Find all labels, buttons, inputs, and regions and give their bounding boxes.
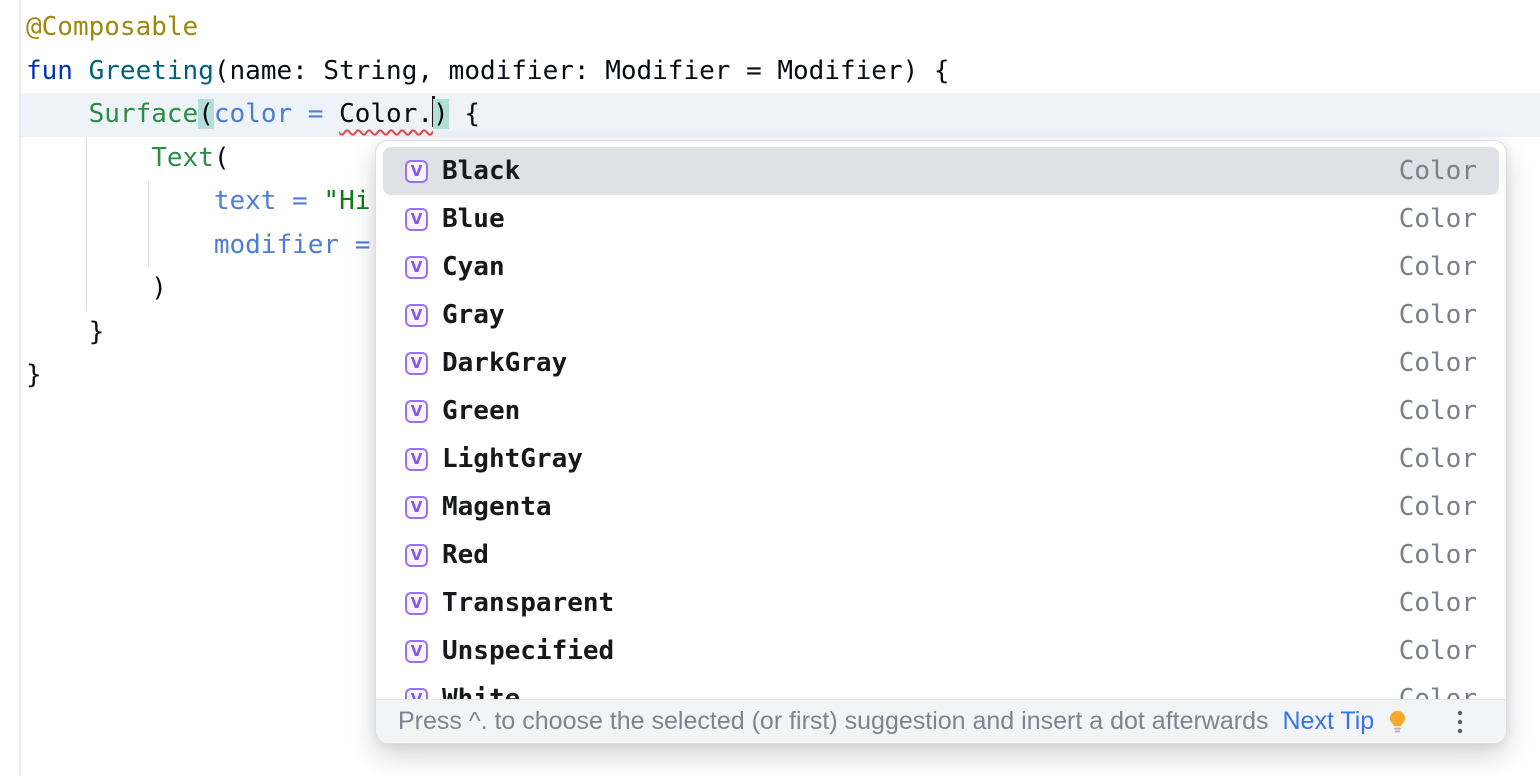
code-token-plain: } [26,360,42,390]
completion-item-type: Color [1398,588,1477,618]
code-token-plain [26,99,89,129]
code-token-hib: ) [433,99,449,129]
code-line: ) [0,267,1540,311]
code-token-narg: color = [213,99,340,129]
completion-item-unspecified[interactable]: V Unspecified Color [383,627,1499,675]
code-line-current: Surface(color = Color.) { [21,93,1540,137]
completion-item-cyan[interactable]: V Cyan Color [383,243,1499,291]
value-kind-icon: V [405,495,428,519]
code-token-ann: @Composable [26,12,199,42]
code-token-plain: (name: String, modifier: Modifier = Modi… [213,55,950,86]
completion-item-lightgray[interactable]: V LightGray Color [383,435,1499,483]
value-kind-icon: V [405,399,428,423]
completion-item-label: Magenta [442,492,552,522]
indent-guide [148,181,149,267]
code-token-kw: fun [26,55,73,86]
completion-item-label: Unspecified [442,636,615,666]
code-line: } [0,354,1540,398]
completion-item-label: Red [442,540,489,570]
completion-item-magenta[interactable]: V Magenta Color [383,483,1499,531]
value-kind-icon: V [405,207,428,231]
completion-footer: Press ^. to choose the selected (or firs… [376,699,1506,743]
completion-item-type: Color [1398,156,1477,186]
completion-item-label: Transparent [442,588,615,618]
value-kind-icon: V [405,255,428,279]
completion-item-transparent[interactable]: V Transparent Color [383,579,1499,627]
code-token-narg: text = [213,186,324,216]
gutter-separator [19,0,21,776]
completion-item-blue[interactable]: V Blue Color [383,195,1499,243]
code-token-plain: ( [213,142,230,173]
code-line: Text( [0,137,1540,181]
completion-item-label: Blue [442,204,505,234]
value-kind-icon: V [405,159,428,183]
footer-hint: Press ^. to choose the selected (or firs… [398,707,1269,735]
value-kind-icon: V [405,687,428,699]
completion-item-label: White [442,684,521,699]
code-line: modifier = [0,224,1540,268]
code-token-plain [26,230,214,260]
completion-item-type: Color [1398,636,1477,666]
completion-item-label: Green [442,396,521,426]
value-kind-icon: V [405,303,428,327]
completion-item-darkgray[interactable]: V DarkGray Color [383,339,1499,387]
value-kind-icon: V [405,351,428,375]
completion-item-type: Color [1398,204,1477,234]
completion-item-type: Color [1398,252,1477,282]
completion-item-green[interactable]: V Green Color [383,387,1499,435]
code-token-call: Text [151,142,214,173]
code-token-plain: { [448,99,480,129]
value-kind-icon: V [405,639,428,663]
completion-item-type: Color [1398,684,1477,699]
code-token-plain [26,186,214,216]
completion-item-type: Color [1398,540,1477,570]
value-kind-icon: V [405,543,428,567]
next-tip-link[interactable]: Next Tip [1282,707,1375,735]
code-token-plain [26,143,151,173]
completion-item-type: Color [1398,348,1477,378]
code-token-plain: ) [26,273,167,303]
completion-item-label: Black [442,156,521,186]
completion-item-type: Color [1398,396,1477,426]
code-token-narg: modifier = [213,229,387,260]
code-token-plain [73,56,89,86]
code-token-plain: } [26,316,105,347]
code-token-hib: ( [198,99,214,129]
code-area: @Composable fun Greeting(name: String, mo… [0,6,1540,398]
completion-item-label: DarkGray [442,348,568,378]
kebab-menu-icon[interactable] [1456,708,1464,736]
code-token-decl: Greeting [88,55,214,86]
lightbulb-icon [1384,708,1411,735]
completion-item-type: Color [1398,444,1477,474]
completion-item-label: Gray [442,300,505,330]
code-line: @Composable [0,6,1540,50]
code-line: } [0,311,1540,355]
completion-item-type: Color [1398,300,1477,330]
code-token-call: Surface [88,99,199,129]
value-kind-icon: V [405,591,428,615]
completion-item-red[interactable]: V Red Color [383,531,1499,579]
completion-item-black[interactable]: V Black Color [383,147,1499,195]
completion-item-label: LightGray [442,444,583,474]
value-kind-icon: V [405,447,428,471]
completion-item-label: Cyan [442,252,505,282]
indent-guide [86,137,87,311]
code-line: fun Greeting(name: String, modifier: Mod… [0,50,1540,94]
completion-item-type: Color [1398,492,1477,522]
code-token-err: Color. [339,99,434,129]
completion-item-gray[interactable]: V Gray Color [383,291,1499,339]
completion-item-white[interactable]: V White Color [383,675,1499,699]
